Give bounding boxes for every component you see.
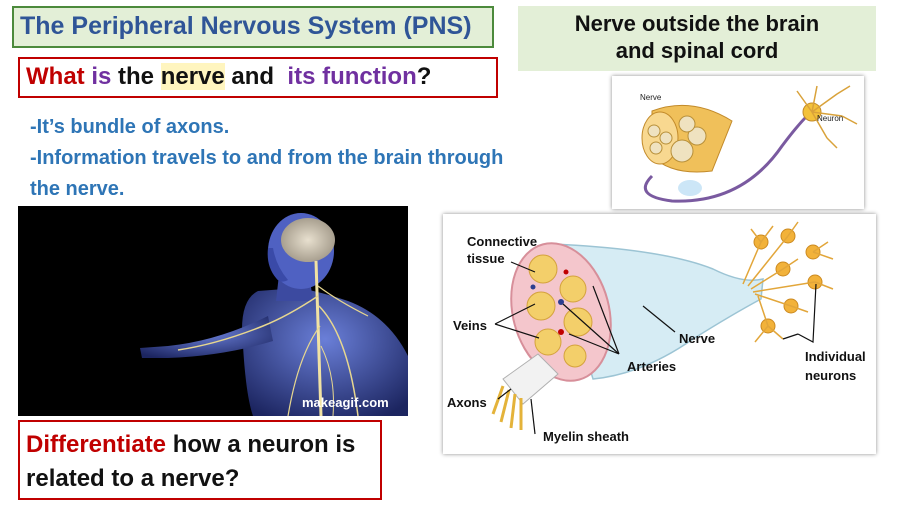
question-2: Differentiate how a neuron is related to… (26, 428, 376, 496)
bullet-2-cont: the nerve. (30, 178, 125, 200)
arm-silhouette (140, 316, 273, 358)
label-connective-tissue-2: tissue (467, 251, 505, 266)
slide-title: The Peripheral Nervous System (PNS) (20, 12, 472, 40)
q1-mark: ? (416, 63, 432, 90)
body-silhouette (242, 288, 408, 416)
question-1-box (18, 57, 498, 98)
q2-highlight: Differentiate (26, 431, 167, 458)
label-neuron: Neuron (817, 114, 843, 123)
q1-is: is (91, 63, 112, 90)
nervous-system-animation: makeagif.com (18, 206, 408, 416)
label-axons: Axons (447, 395, 487, 410)
q1-nerve: nerve (160, 63, 225, 90)
q1-its-function: its function (287, 63, 417, 90)
header-text: Nerve outside the brain and spinal cord (518, 10, 876, 64)
label-nerve: Nerve (640, 93, 662, 102)
header-line-2: and spinal cord (615, 38, 779, 63)
q1-the: the (118, 63, 155, 90)
label-veins: Veins (453, 318, 487, 333)
myelin-sheath (502, 353, 559, 405)
q1-and: and (231, 63, 275, 90)
brain-shape (281, 218, 335, 262)
q1-what: What (26, 63, 85, 90)
nerve-anatomy-diagram: Connective tissue Veins Nerve Arteries I… (443, 214, 876, 454)
bullet-list: -It’s bundle of axons. -Information trav… (30, 112, 600, 205)
label-arteries: Arteries (627, 359, 676, 374)
label-myelin-sheath: Myelin sheath (543, 429, 629, 444)
nerve-neuron-diagram: Nerve Neuron (612, 76, 864, 209)
label-individual-neurons-1: Individual (805, 349, 866, 364)
bullet-2: -Information travels to and from the bra… (30, 147, 504, 169)
title-box (12, 6, 494, 48)
question-2-box (18, 420, 382, 500)
q2-rest: how a neuron is related to a nerve? (26, 431, 356, 492)
label-nerve: Nerve (679, 331, 715, 346)
question-1: What is the nerve and its function? (26, 63, 431, 91)
label-individual-neurons-2: neurons (805, 368, 856, 383)
header-line-1: Nerve outside the brain (574, 11, 820, 36)
bullet-1: -It’s bundle of axons. (30, 116, 230, 138)
header-panel (518, 6, 876, 71)
gif-watermark: makeagif.com (302, 395, 389, 410)
label-connective-tissue-1: Connective (467, 234, 537, 249)
